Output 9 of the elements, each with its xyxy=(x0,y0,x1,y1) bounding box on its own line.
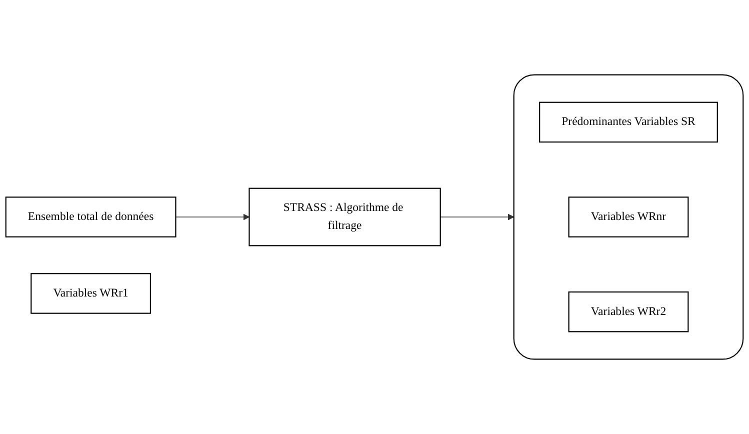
node-box: Variables WRr2 xyxy=(568,291,689,332)
node-box: Variables WRnr xyxy=(568,196,689,238)
cluster xyxy=(513,74,744,360)
node-box: Prédominantes Variables SR xyxy=(539,102,718,143)
arrow xyxy=(440,214,514,220)
arrow xyxy=(175,214,250,220)
node-box: Variables WRr1 xyxy=(30,273,152,314)
node-box: STRASS : Algorithme de filtrage xyxy=(248,188,441,246)
node-box: Ensemble total de données xyxy=(5,196,176,238)
